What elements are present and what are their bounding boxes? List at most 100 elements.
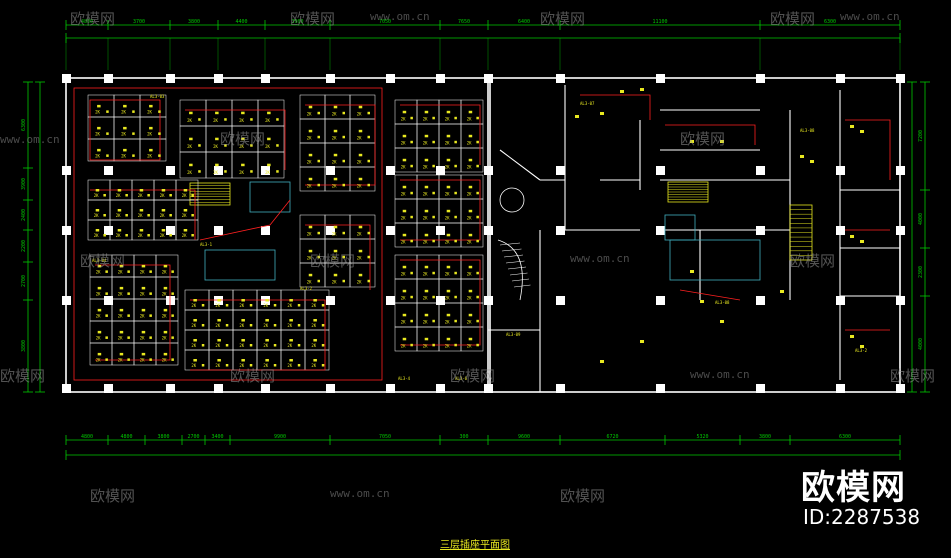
socket-outlet — [432, 343, 435, 347]
bottom-dim-label: 9600 — [518, 434, 530, 440]
socket-outlet — [132, 154, 135, 157]
outlet-label: 2K — [147, 132, 152, 137]
panel-label: AL3-08 — [800, 128, 815, 133]
socket-outlet — [342, 279, 345, 283]
outlet-label: 2K — [140, 336, 145, 341]
socket-outlet — [410, 319, 413, 323]
socket-outlet — [468, 313, 473, 317]
circuit-run — [665, 124, 756, 145]
socket-outlet — [161, 209, 166, 212]
column — [166, 74, 175, 83]
socket-outlet — [189, 111, 193, 115]
column — [214, 226, 223, 235]
socket-outlet — [424, 289, 429, 293]
spiral-stair — [499, 187, 525, 213]
socket-outlet — [432, 140, 435, 144]
socket-outlet — [476, 343, 479, 347]
socket-outlet — [201, 304, 205, 307]
outlet-label: 2K — [95, 154, 100, 159]
socket-outlet — [424, 265, 429, 269]
outlet-label: 2K — [401, 215, 406, 220]
outlet-label: 2K — [140, 270, 145, 275]
socket-outlet — [97, 352, 102, 356]
socket-outlet — [424, 110, 429, 114]
socket-outlet — [147, 194, 150, 197]
core-room — [669, 239, 761, 281]
socket-outlet — [225, 364, 229, 367]
outlet-label: 2K — [332, 279, 337, 284]
outlet-label: 2K — [140, 292, 145, 297]
watermark-brand-5: 欧模网 — [220, 130, 266, 148]
outlet-label: 2K — [445, 319, 450, 324]
outlet-label: 2K — [187, 144, 192, 149]
socket-outlet — [127, 336, 130, 339]
socket-outlet — [193, 299, 197, 302]
column — [326, 74, 335, 83]
outlet-label: 2K — [182, 233, 187, 238]
column — [756, 166, 765, 175]
socket-outlet — [410, 239, 413, 243]
outlet-label: 2K — [287, 303, 292, 308]
right-dim-label: 2300 — [918, 266, 924, 278]
office-cell — [280, 309, 306, 331]
office-cell — [299, 118, 326, 144]
outlet-label: 2K — [191, 323, 196, 328]
core-room — [204, 249, 276, 281]
outlet-label: 2K — [401, 319, 406, 324]
socket-outlet — [117, 229, 122, 232]
socket-outlet — [342, 231, 345, 235]
outlet-label: 2K — [162, 292, 167, 297]
outlet-label: 2K — [467, 239, 472, 244]
outlet-label: 2K — [401, 343, 406, 348]
office-cell — [175, 219, 199, 241]
column — [104, 166, 113, 175]
socket-outlet — [317, 255, 320, 259]
outlet-label: 2K — [147, 110, 152, 115]
socket-outlet — [313, 359, 317, 362]
outlet-label: 2K — [263, 363, 268, 368]
column — [386, 226, 395, 235]
socket-outlet — [424, 158, 429, 162]
socket-outlet — [321, 304, 325, 307]
outlet-label: 2K — [239, 303, 244, 308]
socket-outlet — [402, 134, 407, 138]
outlet-label: 2K — [187, 170, 192, 175]
outlet-label: 2K — [467, 215, 472, 220]
socket-outlet — [446, 265, 451, 269]
office-cell — [460, 326, 484, 352]
column — [656, 74, 665, 83]
column — [556, 166, 565, 175]
column — [436, 226, 445, 235]
socket-outlet — [149, 292, 152, 295]
socket-outlet — [117, 189, 122, 192]
socket-outlet — [810, 160, 814, 163]
socket-outlet — [424, 209, 429, 213]
office-cell — [349, 214, 376, 240]
socket-outlet — [123, 126, 127, 130]
socket-outlet — [267, 163, 271, 167]
outlet-label: 2K — [215, 363, 220, 368]
socket-outlet — [468, 158, 473, 162]
outlet-label: 2K — [118, 336, 123, 341]
watermark-brand-10: 欧模网 — [0, 367, 46, 385]
column — [166, 226, 175, 235]
outlet-label: 2K — [239, 170, 244, 175]
socket-outlet — [850, 235, 854, 238]
column — [484, 166, 493, 175]
bottom-dim-label: 6300 — [839, 434, 851, 440]
outlet-label: 2K — [94, 213, 99, 218]
socket-outlet — [476, 295, 479, 299]
socket-outlet — [342, 255, 345, 259]
top-dim-label: 3800 — [188, 19, 200, 25]
socket-outlet — [163, 286, 168, 290]
panel-label: AL3-4 — [398, 376, 411, 381]
outlet-label: 2K — [307, 231, 312, 236]
outlet-label: 2K — [423, 271, 428, 276]
socket-outlet — [123, 148, 127, 152]
top-dim-label: 7050 — [379, 19, 391, 25]
outlet-label: 2K — [311, 303, 316, 308]
socket-outlet — [468, 209, 473, 213]
top-dim-label: 7650 — [458, 19, 470, 25]
office-cell — [231, 151, 259, 179]
